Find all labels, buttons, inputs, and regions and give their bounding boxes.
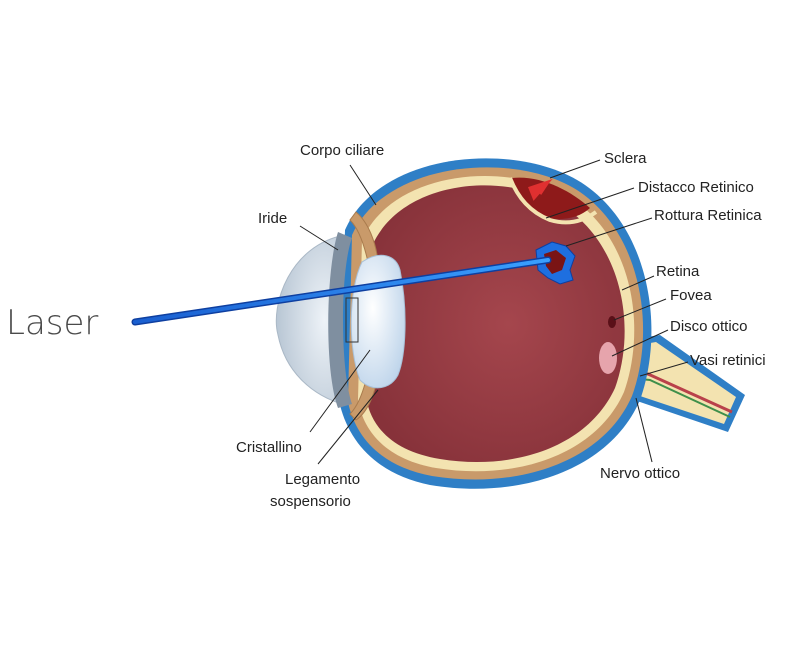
- label-retina: Retina: [656, 263, 700, 280]
- optic-disc: [599, 342, 617, 374]
- label-iride: Iride: [258, 210, 287, 227]
- label-legamento-line2: sospensorio: [270, 493, 351, 510]
- cornea: [275, 234, 346, 406]
- laser-beam: [131, 256, 552, 326]
- label-vasi-retinici: Vasi retinici: [690, 352, 766, 369]
- label-sclera: Sclera: [604, 150, 647, 167]
- label-laser: Laser: [6, 303, 98, 343]
- pupil-marker: [345, 297, 359, 343]
- label-disco-ottico: Disco ottico: [670, 318, 748, 335]
- iris: [328, 232, 352, 408]
- label-nervo-ottico: Nervo ottico: [600, 465, 680, 482]
- detachment-arrow-icon: [528, 178, 553, 201]
- leader-lines: [299, 159, 689, 465]
- eyeball: [328, 158, 652, 489]
- label-fovea: Fovea: [670, 287, 712, 304]
- label-rottura-retinica: Rottura Retinica: [654, 207, 762, 224]
- labels: Laser Corpo ciliare Iride Sclera Distacc…: [6, 142, 766, 510]
- label-distacco-retinico: Distacco Retinico: [638, 179, 754, 196]
- label-legamento-line1: Legamento: [285, 471, 360, 488]
- label-cristallino: Cristallino: [236, 439, 302, 456]
- label-corpo-ciliare: Corpo ciliare: [300, 142, 384, 159]
- lens: [350, 254, 406, 389]
- fovea: [608, 316, 616, 328]
